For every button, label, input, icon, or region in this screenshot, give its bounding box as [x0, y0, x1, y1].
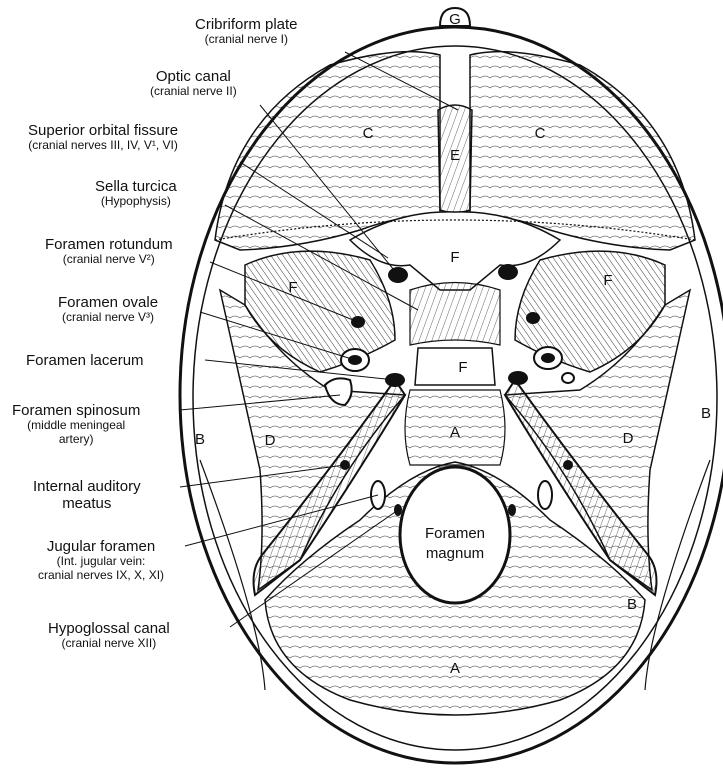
jugular-right	[538, 481, 552, 509]
spinosum-right	[562, 373, 574, 383]
letter-f-left: F	[288, 279, 297, 296]
label-sub: meatus	[33, 495, 141, 512]
label-sub: (cranial nerve XII)	[48, 637, 170, 651]
label-sub: (cranial nerve V²)	[45, 253, 173, 267]
label-foramen-spinosum: Foramen spinosum (middle meningeal arter…	[12, 402, 140, 447]
letter-f-right: F	[603, 272, 612, 289]
letter-b-left: B	[195, 431, 205, 448]
label-sella-turcica: Sella turcica (Hypophysis)	[95, 178, 177, 209]
label-main: Hypoglossal canal	[48, 620, 170, 637]
label-sub: (cranial nerve I)	[195, 33, 298, 47]
letter-d-left: D	[265, 432, 276, 449]
letter-a-upper: A	[450, 424, 460, 441]
label-main: Foramen ovale	[58, 294, 158, 311]
label-foramen-rotundum: Foramen rotundum (cranial nerve V²)	[45, 236, 173, 267]
letter-c-left: C	[363, 125, 374, 142]
label-main: Cribriform plate	[195, 16, 298, 33]
optic-canal-right	[498, 264, 518, 280]
label-sub: (cranial nerve V³)	[58, 311, 158, 325]
letter-b-right: B	[701, 405, 711, 422]
label-sub-2: cranial nerves IX, X, XI)	[38, 569, 164, 583]
label-optic-canal: Optic canal (cranial nerve II)	[150, 68, 237, 99]
lacerum-right	[508, 371, 528, 385]
label-main: Foramen rotundum	[45, 236, 173, 253]
label-superior-orbital-fissure: Superior orbital fissure (cranial nerves…	[28, 122, 178, 153]
label-sub-2: artery)	[12, 433, 140, 447]
sella-turcica	[410, 283, 500, 346]
label-main: Jugular foramen	[38, 538, 164, 555]
auditory-right	[563, 460, 573, 470]
label-internal-auditory-meatus: Internal auditory meatus	[33, 478, 141, 513]
letter-b-lower: B	[627, 596, 637, 613]
label-sub: (middle meningeal	[12, 419, 140, 433]
ovale-right-inner	[541, 353, 555, 363]
foramen-magnum-line1: Foramen	[425, 525, 485, 542]
label-foramen-lacerum: Foramen lacerum	[26, 352, 144, 369]
label-main: Foramen lacerum	[26, 352, 144, 369]
label-main: Superior orbital fissure	[28, 122, 178, 139]
label-main: Optic canal	[150, 68, 237, 85]
label-sub: (Int. jugular vein:	[38, 555, 164, 569]
label-main: Internal auditory	[33, 478, 141, 495]
label-jugular-foramen: Jugular foramen (Int. jugular vein: cran…	[38, 538, 164, 583]
label-main: Foramen spinosum	[12, 402, 140, 419]
letter-f-center: F	[450, 249, 459, 266]
label-sub: (Hypophysis)	[95, 195, 177, 209]
dorsum-sellae	[415, 348, 495, 385]
label-hypoglossal-canal: Hypoglossal canal (cranial nerve XII)	[48, 620, 170, 651]
letter-e: E	[450, 147, 460, 164]
label-sub: (cranial nerves III, IV, V¹, VI)	[28, 139, 178, 153]
rotundum-right	[526, 312, 540, 324]
label-cribriform-plate: Cribriform plate (cranial nerve I)	[195, 16, 298, 47]
label-main: Sella turcica	[95, 178, 177, 195]
letter-c-right: C	[535, 125, 546, 142]
foramen-magnum-line2: magnum	[426, 545, 484, 562]
letter-d-right: D	[623, 430, 634, 447]
label-sub: (cranial nerve II)	[150, 85, 237, 99]
letter-g: G	[449, 11, 461, 28]
letter-a-lower: A	[450, 660, 460, 677]
hypoglossal-right	[508, 504, 516, 516]
letter-f-lower: F	[458, 359, 467, 376]
label-foramen-ovale: Foramen ovale (cranial nerve V³)	[58, 294, 158, 325]
